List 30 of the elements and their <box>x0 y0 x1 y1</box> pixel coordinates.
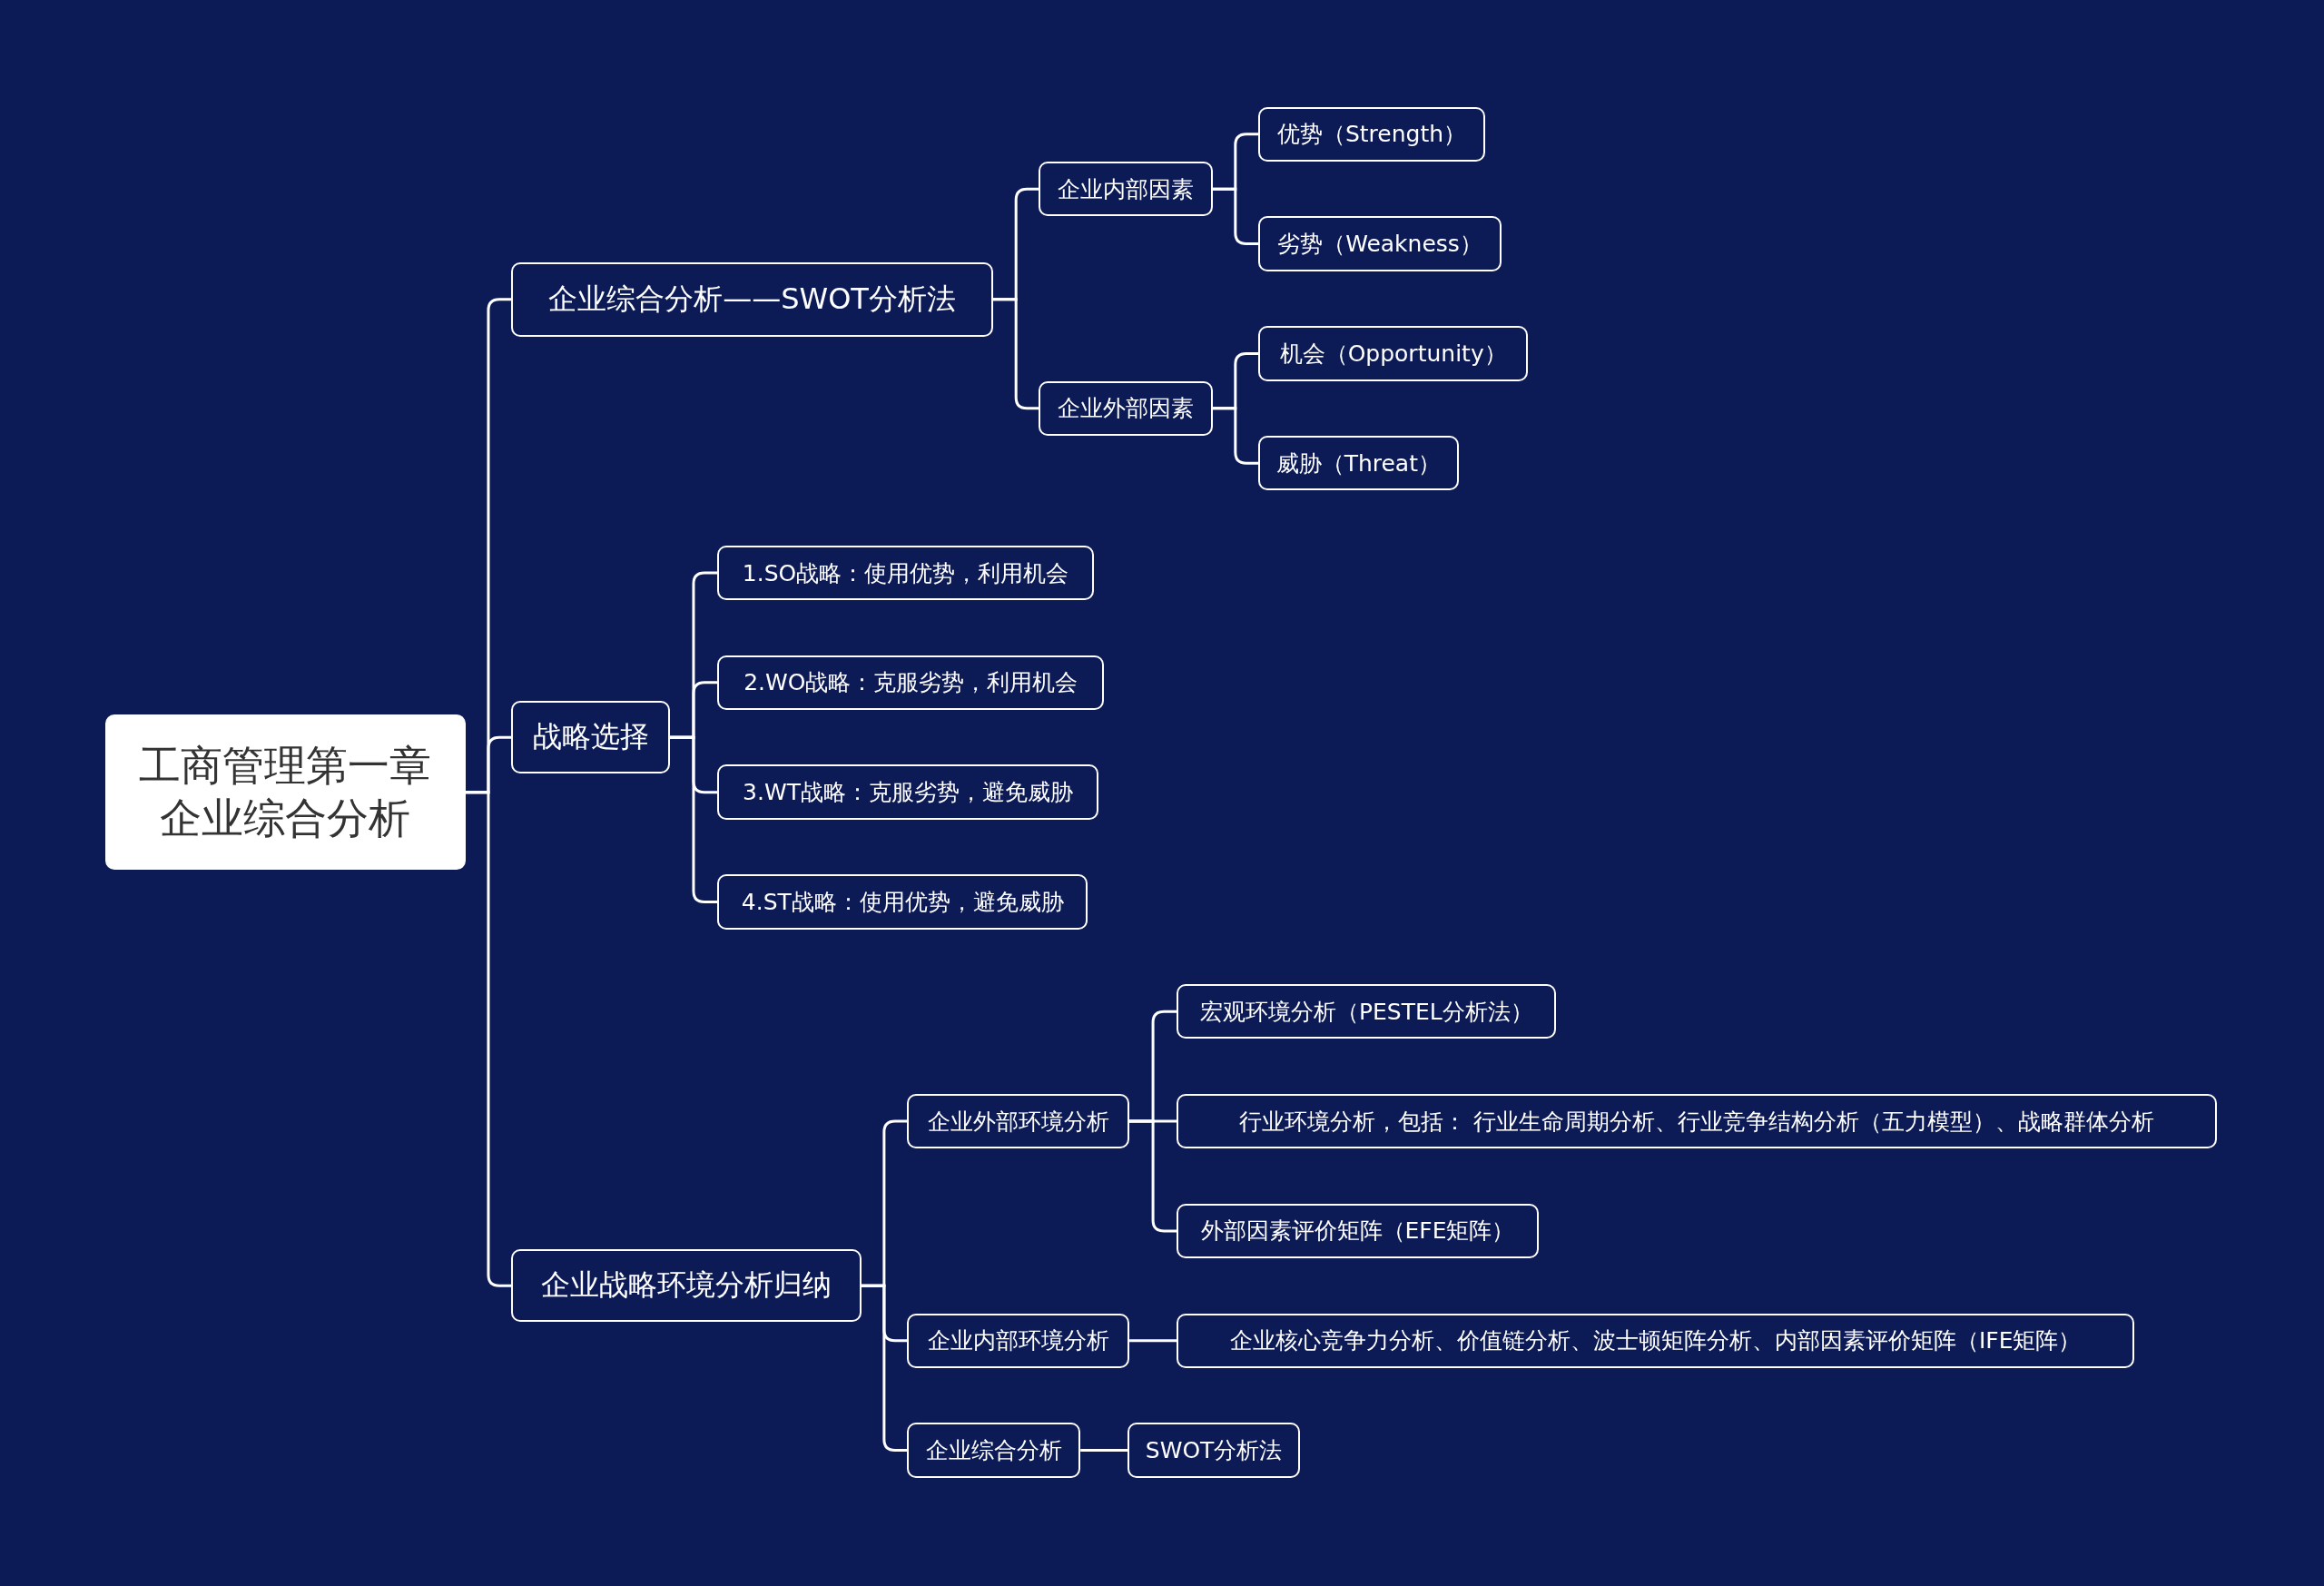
topic-box: 行业环境分析，包括： 行业生命周期分析、行业竞争结构分析（五力模型）、战略群体分析 <box>1177 1093 2218 1149</box>
topic-box: 企业战略环境分析归纳 <box>511 1249 862 1323</box>
topic-box: 3.WT战略：克服劣势，避免威胁 <box>717 764 1098 820</box>
connector-line <box>1212 407 1259 465</box>
topic-box: 战略选择 <box>511 701 670 774</box>
topic-box: 企业外部环境分析 <box>907 1093 1130 1149</box>
topic-box: 企业外部因素 <box>1039 380 1213 436</box>
topic-box: 企业综合分析 <box>907 1423 1081 1478</box>
topic-box: 企业内部因素 <box>1039 161 1213 217</box>
connector-line <box>992 298 1039 410</box>
central-topic-box: 工商管理第一章企业综合分析 <box>104 714 466 871</box>
topic-box: 威胁（Threat） <box>1258 436 1459 491</box>
topic-box: 4.ST战略：使用优势，避免威胁 <box>717 874 1088 930</box>
connector-line <box>861 1284 908 1453</box>
topic-box: 机会（Opportunity） <box>1258 326 1529 381</box>
connector-line <box>1080 1449 1128 1453</box>
topic-box: 劣势（Weakness） <box>1258 216 1502 271</box>
topic-box: 1.SO战略：使用优势，利用机会 <box>717 545 1094 601</box>
topic-box: 企业核心竞争力分析、价值链分析、波士顿矩阵分析、内部因素评价矩阵（IFE矩阵） <box>1177 1313 2134 1368</box>
connector-line <box>1129 1339 1177 1343</box>
topic-box: 企业综合分析——SWOT分析法 <box>511 261 993 337</box>
topic-box: 优势（Strength） <box>1258 106 1485 162</box>
topic-box: 宏观环境分析（PESTEL分析法） <box>1177 984 1557 1039</box>
topic-box: SWOT分析法 <box>1128 1423 1300 1478</box>
connector-line <box>465 791 512 1287</box>
topic-box: 企业内部环境分析 <box>907 1313 1130 1368</box>
topic-box: 2.WO战略：克服劣势，利用机会 <box>717 655 1105 711</box>
topic-box: 外部因素评价矩阵（EFE矩阵） <box>1177 1203 1539 1259</box>
connector-line <box>1212 187 1259 246</box>
connector-line <box>1129 1119 1177 1233</box>
